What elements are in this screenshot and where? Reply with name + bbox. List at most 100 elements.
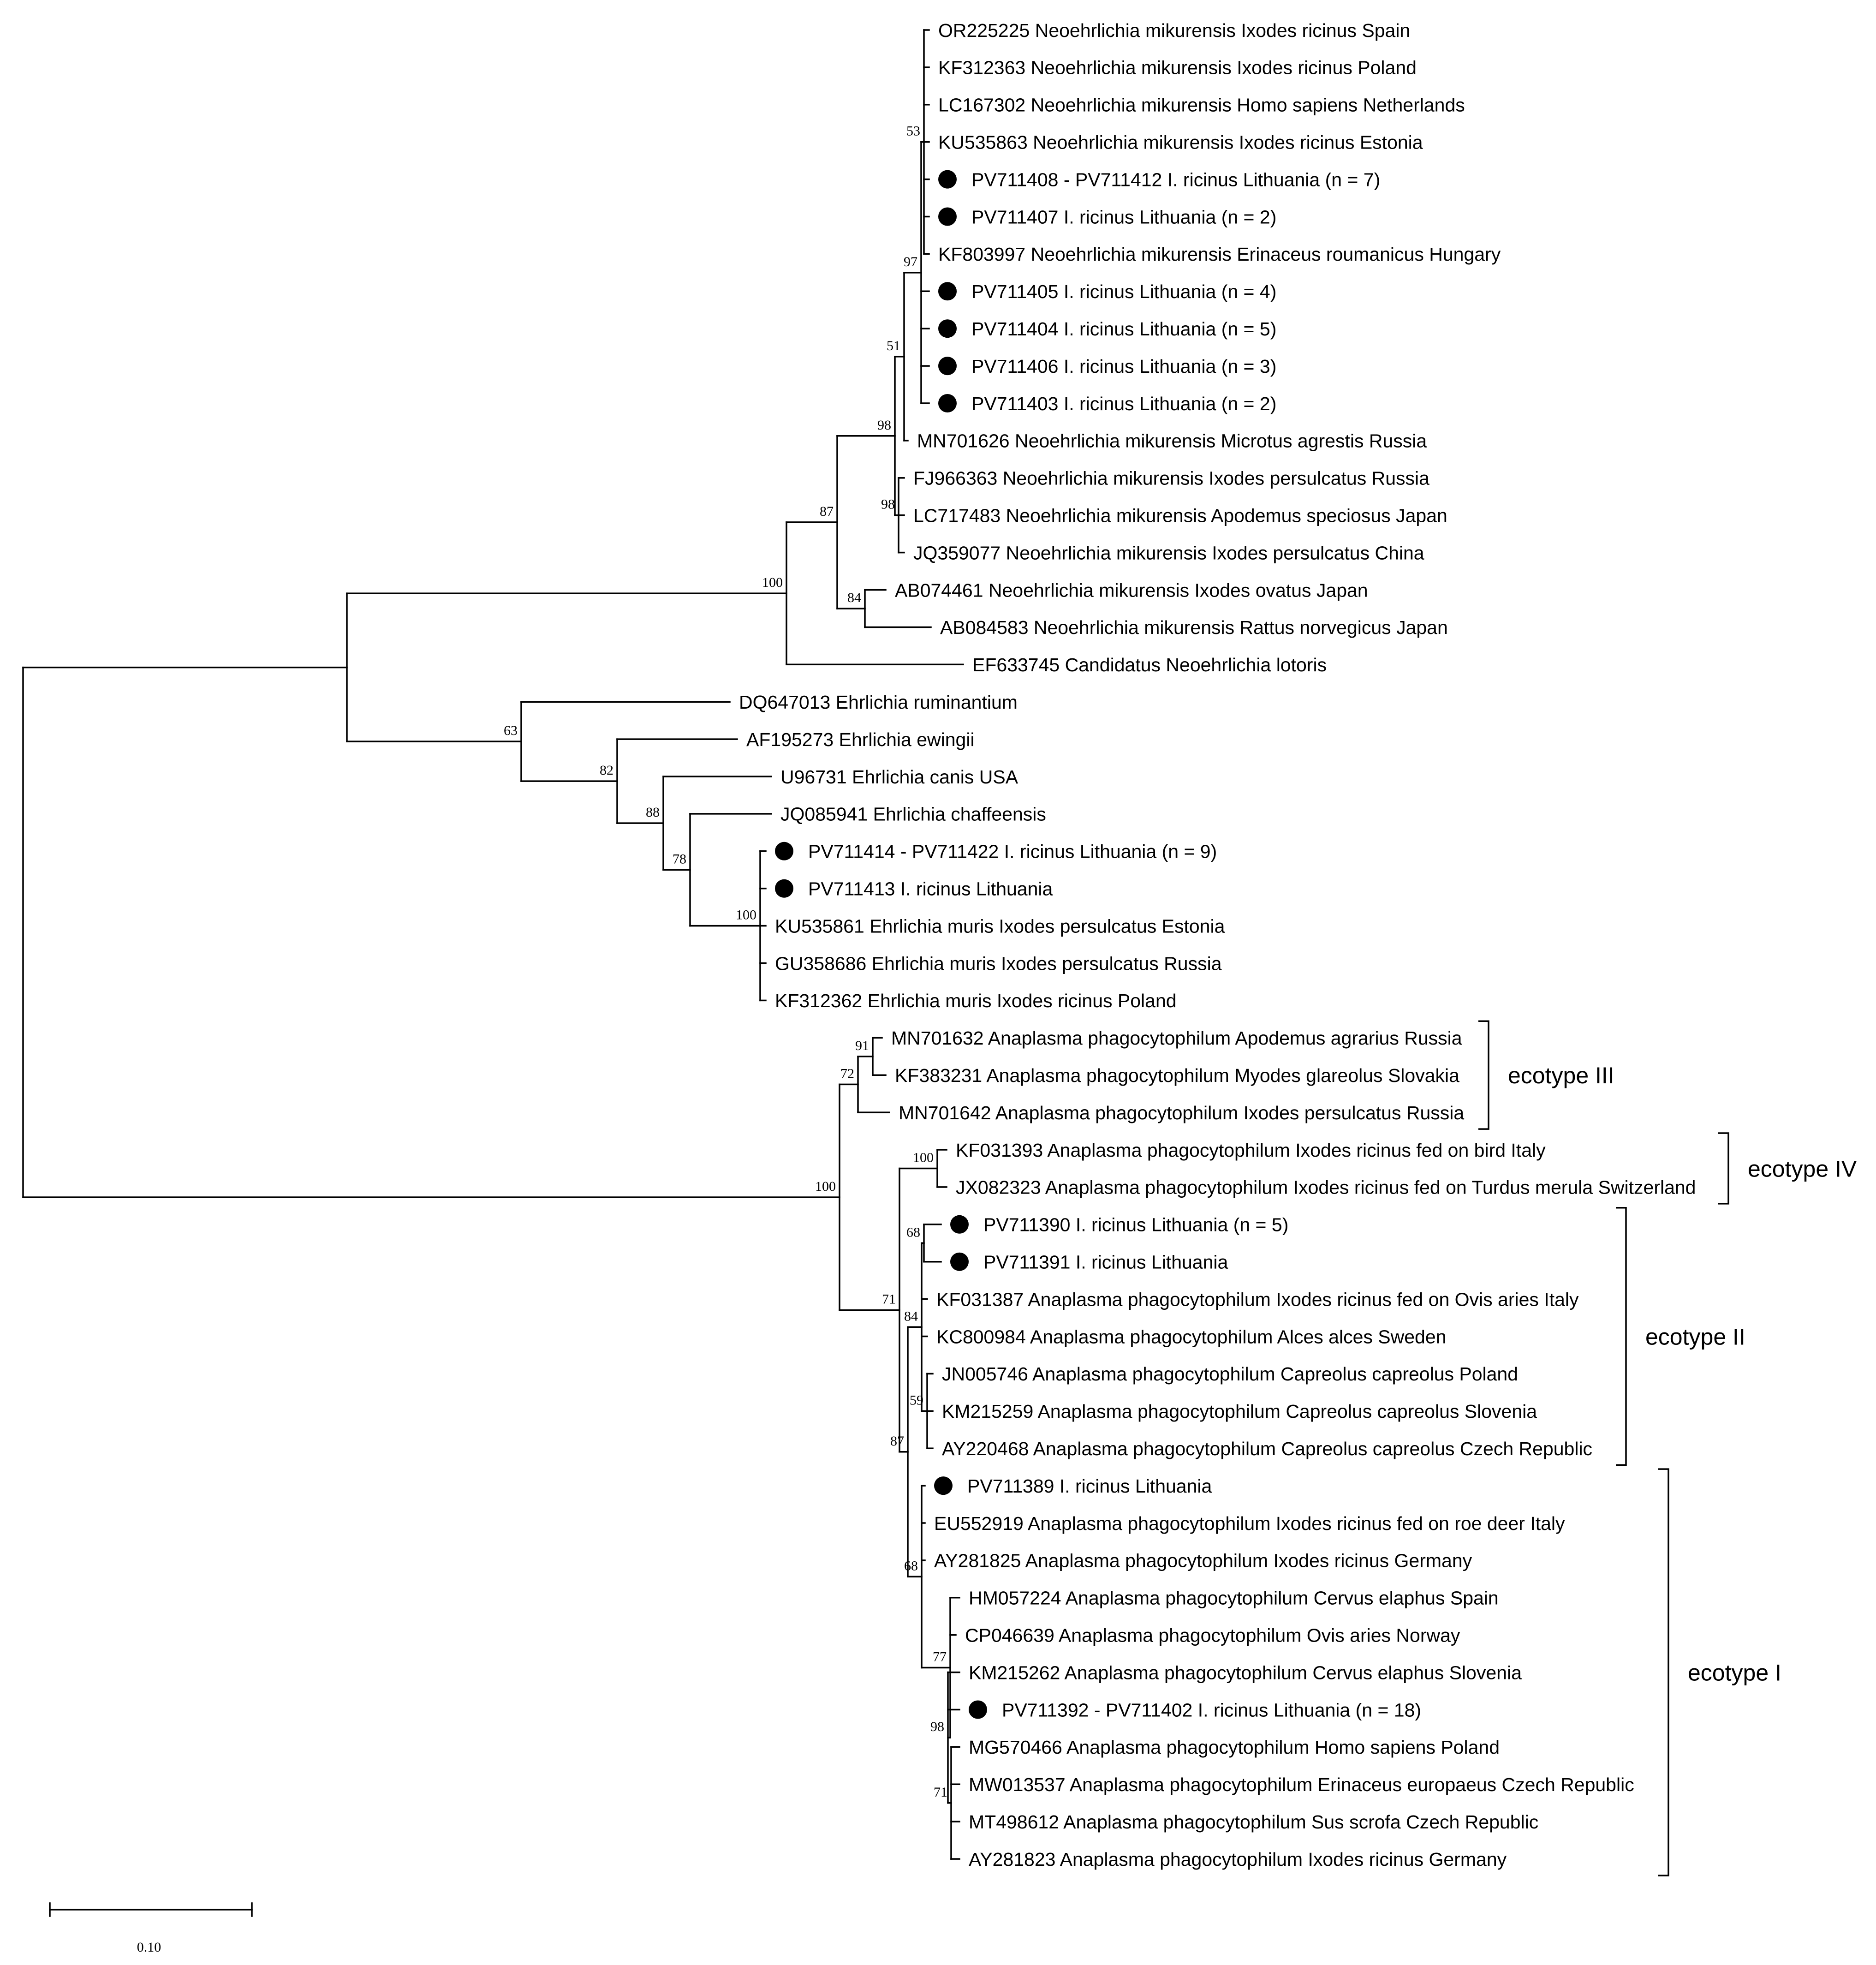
leaf-label: HM057224 Anaplasma phagocytophilum Cervu… bbox=[969, 1588, 1499, 1609]
bootstrap-value: 100 bbox=[913, 1150, 934, 1165]
leaf-label: KF031393 Anaplasma phagocytophilum Ixode… bbox=[956, 1140, 1546, 1161]
leaf-label: JN005746 Anaplasma phagocytophilum Capre… bbox=[942, 1363, 1518, 1385]
leaf-label: KF803997 Neoehrlichia mikurensis Erinace… bbox=[938, 244, 1501, 265]
leaf-label: GU358686 Ehrlichia muris Ixodes persulca… bbox=[775, 953, 1222, 974]
leaf-label: PV711404 I. ricinus Lithuania (n = 5) bbox=[971, 318, 1276, 340]
ecotype-bracket bbox=[1658, 1468, 1669, 1876]
lithuania-sample-marker bbox=[938, 319, 957, 338]
scale-bar: 0.10 bbox=[49, 1902, 253, 1955]
leaf-label: EF633745 Candidatus Neoehrlichia lotoris bbox=[972, 654, 1327, 675]
bootstrap-value: 77 bbox=[933, 1649, 947, 1664]
bootstrap-value: 71 bbox=[882, 1292, 896, 1307]
leaf-label: JX082323 Anaplasma phagocytophilum Ixode… bbox=[956, 1177, 1696, 1198]
lithuania-sample-marker bbox=[775, 879, 793, 898]
bootstrap-value: 71 bbox=[934, 1785, 947, 1800]
bootstrap-value: 87 bbox=[820, 504, 834, 519]
leaf-label: AY281823 Anaplasma phagocytophilum Ixode… bbox=[969, 1849, 1507, 1870]
ecotype-label: ecotype I bbox=[1688, 1660, 1781, 1686]
leaf-label: MT498612 Anaplasma phagocytophilum Sus s… bbox=[969, 1811, 1538, 1833]
leaf-label: LC167302 Neoehrlichia mikurensis Homo sa… bbox=[938, 95, 1465, 116]
bootstrap-values: 5397519898878410063828878100917210010068… bbox=[504, 124, 947, 1800]
bootstrap-value: 82 bbox=[600, 763, 613, 778]
leaf-label: KU535863 Neoehrlichia mikurensis Ixodes … bbox=[938, 131, 1423, 153]
leaf-label: AY220468 Anaplasma phagocytophilum Capre… bbox=[942, 1438, 1592, 1459]
bootstrap-value: 97 bbox=[904, 254, 917, 269]
leaf-label: KM215259 Anaplasma phagocytophilum Capre… bbox=[942, 1401, 1537, 1422]
leaf-label: MN701632 Anaplasma phagocytophilum Apode… bbox=[891, 1027, 1462, 1049]
leaf-label: KM215262 Anaplasma phagocytophilum Cervu… bbox=[969, 1662, 1522, 1683]
leaf-label: PV711403 I. ricinus Lithuania (n = 2) bbox=[971, 393, 1276, 414]
bootstrap-value: 59 bbox=[910, 1392, 923, 1408]
lithuania-sample-marker bbox=[938, 170, 957, 189]
leaf-label: EU552919 Anaplasma phagocytophilum Ixode… bbox=[934, 1513, 1565, 1534]
leaf-label: MW013537 Anaplasma phagocytophilum Erina… bbox=[969, 1774, 1634, 1795]
bootstrap-value: 78 bbox=[673, 851, 686, 866]
lithuania-sample-marker bbox=[950, 1215, 969, 1234]
bootstrap-value: 63 bbox=[504, 723, 518, 738]
leaf-label: PV711406 I. ricinus Lithuania (n = 3) bbox=[971, 356, 1276, 377]
bootstrap-value: 91 bbox=[855, 1038, 869, 1053]
leaf-label: CP046639 Anaplasma phagocytophilum Ovis … bbox=[965, 1625, 1460, 1646]
bootstrap-value: 53 bbox=[906, 124, 920, 139]
lithuania-sample-marker bbox=[969, 1700, 987, 1719]
bootstrap-value: 84 bbox=[847, 590, 861, 605]
bootstrap-value: 100 bbox=[762, 575, 783, 590]
leaf-label: PV711405 I. ricinus Lithuania (n = 4) bbox=[971, 281, 1276, 302]
leaf-label: PV711413 I. ricinus Lithuania bbox=[808, 878, 1053, 899]
leaf-label: PV711392 - PV711402 I. ricinus Lithuania… bbox=[1002, 1699, 1421, 1720]
bootstrap-value: 87 bbox=[890, 1433, 904, 1449]
bootstrap-value: 98 bbox=[881, 497, 895, 512]
leaf-label: KF312363 Neoehrlichia mikurensis Ixodes … bbox=[938, 57, 1417, 78]
leaf-label: AB084583 Neoehrlichia mikurensis Rattus … bbox=[940, 617, 1448, 638]
leaf-label: PV711389 I. ricinus Lithuania bbox=[967, 1475, 1212, 1497]
ecotype-brackets: ecotype III ecotype IV ecotype II ecotype I bbox=[1478, 1020, 1857, 1876]
lithuania-sample-marker bbox=[938, 394, 957, 412]
bootstrap-value: 100 bbox=[736, 908, 756, 923]
leaf-label: MG570466 Anaplasma phagocytophilum Homo … bbox=[969, 1737, 1500, 1758]
bootstrap-value: 68 bbox=[906, 1224, 920, 1240]
ecotype-bracket bbox=[1616, 1207, 1627, 1466]
bootstrap-value: 98 bbox=[877, 418, 891, 433]
leaf-label: PV711408 - PV711412 I. ricinus Lithuania… bbox=[971, 169, 1380, 190]
leaf-label: AB074461 Neoehrlichia mikurensis Ixodes … bbox=[895, 579, 1368, 601]
leaf-label: PV711414 - PV711422 I. ricinus Lithuania… bbox=[808, 841, 1217, 862]
ecotype-label: ecotype II bbox=[1645, 1324, 1745, 1350]
leaf-label: KU535861 Ehrlichia muris Ixodes persulca… bbox=[775, 915, 1225, 937]
leaf-label: PV711390 I. ricinus Lithuania (n = 5) bbox=[983, 1214, 1288, 1236]
leaf-label: MN701642 Anaplasma phagocytophilum Ixode… bbox=[899, 1102, 1464, 1123]
leaf-label: PV711407 I. ricinus Lithuania (n = 2) bbox=[971, 206, 1276, 227]
leaf-label: JQ085941 Ehrlichia chaffeensis bbox=[780, 804, 1046, 825]
leaf-label: MN701626 Neoehrlichia mikurensis Microtu… bbox=[917, 430, 1427, 452]
leaf-label: PV711391 I. ricinus Lithuania bbox=[983, 1251, 1228, 1272]
leaf-label: JQ359077 Neoehrlichia mikurensis Ixodes … bbox=[913, 542, 1424, 563]
leaf-label: KC800984 Anaplasma phagocytophilum Alces… bbox=[936, 1326, 1446, 1347]
tree-leaves: OR225225 Neoehrlichia mikurensis Ixodes … bbox=[739, 20, 1696, 1870]
leaf-label: DQ647013 Ehrlichia ruminantium bbox=[739, 692, 1018, 713]
lithuania-sample-marker bbox=[934, 1476, 953, 1495]
leaf-label: KF031387 Anaplasma phagocytophilum Ixode… bbox=[936, 1289, 1579, 1310]
leaf-label: FJ966363 Neoehrlichia mikurensis Ixodes … bbox=[913, 468, 1429, 489]
leaf-label: KF312362 Ehrlichia muris Ixodes ricinus … bbox=[775, 990, 1177, 1011]
lithuania-sample-marker bbox=[938, 207, 957, 226]
bootstrap-value: 84 bbox=[904, 1308, 918, 1324]
ecotype-label: ecotype III bbox=[1508, 1063, 1614, 1088]
leaf-label: AF195273 Ehrlichia ewingii bbox=[746, 729, 975, 750]
tree-branches bbox=[22, 29, 964, 1860]
leaf-label: OR225225 Neoehrlichia mikurensis Ixodes … bbox=[938, 20, 1410, 41]
bootstrap-value: 88 bbox=[646, 805, 660, 820]
scale-bar-label: 0.10 bbox=[137, 1940, 161, 1955]
ecotype-bracket bbox=[1478, 1020, 1489, 1130]
leaf-label: U96731 Ehrlichia canis USA bbox=[780, 766, 1018, 788]
bootstrap-value: 100 bbox=[815, 1179, 836, 1194]
bootstrap-value: 68 bbox=[904, 1558, 918, 1573]
lithuania-sample-marker bbox=[950, 1252, 969, 1271]
leaf-label: KF383231 Anaplasma phagocytophilum Myode… bbox=[895, 1065, 1459, 1086]
lithuania-sample-marker bbox=[938, 357, 957, 376]
leaf-label: LC717483 Neoehrlichia mikurensis Apodemu… bbox=[913, 505, 1447, 526]
leaf-label: AY281825 Anaplasma phagocytophilum Ixode… bbox=[934, 1550, 1472, 1571]
bootstrap-value: 98 bbox=[930, 1719, 944, 1734]
lithuania-sample-marker bbox=[775, 842, 793, 860]
ecotype-label: ecotype IV bbox=[1748, 1156, 1857, 1182]
ecotype-bracket bbox=[1718, 1132, 1729, 1205]
